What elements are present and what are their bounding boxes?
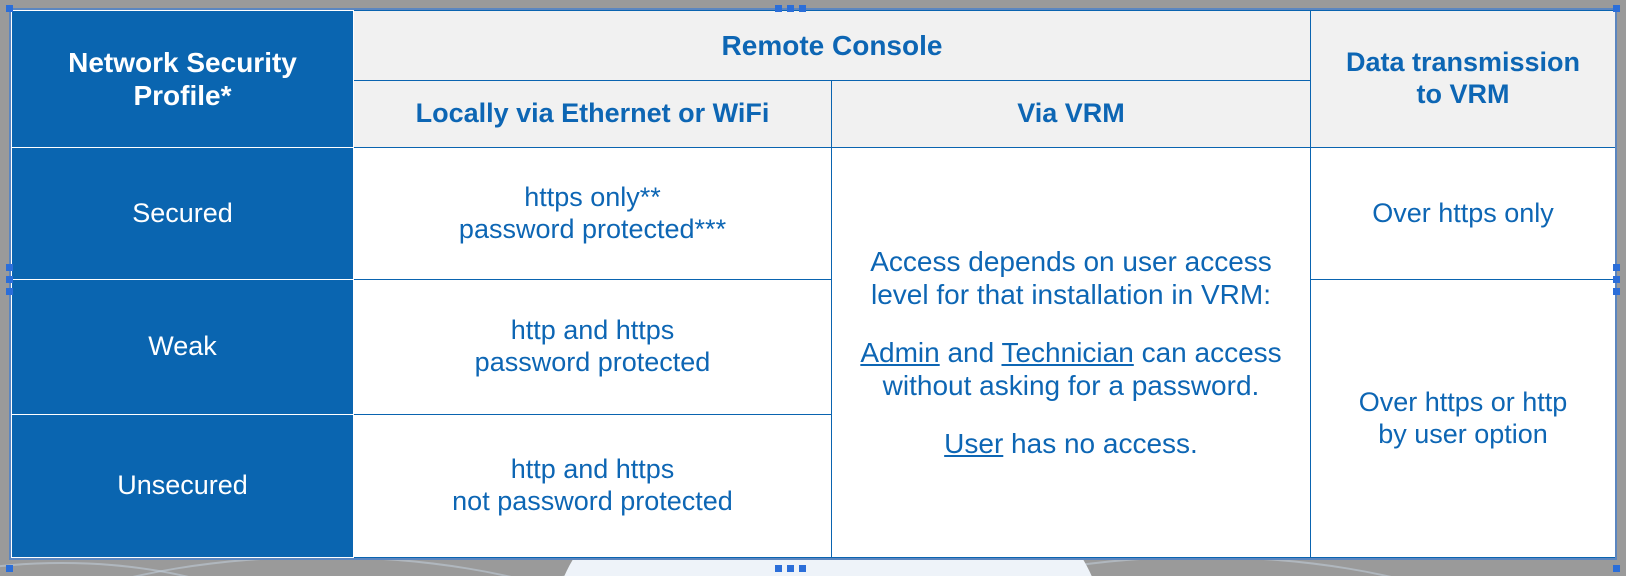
selection-handle-top-center-c[interactable]: [799, 5, 806, 12]
transmission-line2-weak: by user option: [1378, 418, 1548, 449]
selection-handle-bottom-left[interactable]: [6, 565, 13, 572]
table-header-row-1: Network Security Profile* Remote Console…: [11, 10, 1616, 148]
selection-handle-left-middle-c[interactable]: [6, 288, 13, 295]
selection-handle-top-left[interactable]: [6, 5, 13, 12]
profile-cell-secured: Secured: [11, 147, 354, 280]
profile-cell-weak: Weak: [11, 279, 354, 415]
profile-cell-unsecured: Unsecured: [11, 414, 354, 558]
via-vrm-cell: Access depends on user access level for …: [831, 147, 1311, 558]
network-security-profile-table[interactable]: Network Security Profile* Remote Console…: [11, 10, 1616, 558]
vrm-link-technician[interactable]: Technician: [1001, 336, 1134, 368]
vrm-paragraph-spacer: [842, 402, 1300, 427]
vrm-paragraph-spacer: [842, 311, 1300, 336]
selection-handle-right-middle-a[interactable]: [1613, 264, 1620, 271]
selection-handle-left-middle-b[interactable]: [6, 276, 13, 283]
selection-handle-right-middle-c[interactable]: [1613, 288, 1620, 295]
table-row-weak: Weak http and https password protected O…: [11, 279, 1616, 558]
header-network-security-profile: Network Security Profile*: [11, 10, 354, 148]
local-access-line1-secured: https only**: [524, 181, 661, 212]
vrm-paragraph1-line1: Access depends on user access: [870, 245, 1272, 277]
background-arc-decoration: [0, 556, 704, 576]
selection-handle-bottom-right[interactable]: [1613, 565, 1620, 572]
background-arc-decoration: [300, 560, 1204, 576]
local-access-cell-secured: https only** password protected***: [353, 147, 832, 280]
selection-handle-left-middle-a[interactable]: [6, 264, 13, 271]
vrm-paragraph2-conjunction: and: [939, 336, 1002, 368]
local-access-cell-weak: http and https password protected: [353, 279, 832, 415]
selection-handle-top-right[interactable]: [1613, 5, 1620, 12]
selection-handle-top-center-a[interactable]: [775, 5, 782, 12]
vrm-link-user[interactable]: User: [944, 428, 1004, 460]
vrm-paragraph2-line2: without asking for a password.: [882, 370, 1260, 402]
table-row-secured: Secured https only** password protected*…: [11, 147, 1616, 558]
local-access-line2-unsecured: not password protected: [452, 486, 733, 516]
header-profile-line1: Network Security: [68, 46, 297, 78]
vrm-link-admin[interactable]: Admin: [860, 336, 940, 368]
header-data-transmission-line1: Data transmission: [1345, 47, 1581, 78]
background-arc-decoration: [0, 562, 324, 576]
selection-handle-right-middle-b[interactable]: [1613, 276, 1620, 283]
vrm-paragraph2-suffix: can access: [1133, 336, 1282, 368]
selection-handle-top-center-b[interactable]: [787, 5, 794, 12]
local-access-line1-unsecured: http and https: [510, 454, 675, 485]
local-access-line1-weak: http and https: [510, 315, 675, 346]
transmission-cell-secured: Over https only: [1310, 147, 1616, 280]
table-header-row-2: Locally via Ethernet or WiFi Via VRM: [12, 79, 1616, 149]
background-arc-decoration: [820, 556, 1584, 576]
local-access-cell-unsecured: http and https not password protected: [353, 414, 832, 558]
selection-handle-bottom-center-b[interactable]: [787, 565, 794, 572]
header-data-transmission-to-vrm: Data transmission to VRM: [1310, 10, 1616, 148]
selection-handle-bottom-center-a[interactable]: [775, 565, 782, 572]
vrm-paragraph1-line2: level for that installation in VRM:: [871, 278, 1271, 310]
header-via-vrm: Via VRM: [831, 79, 1311, 149]
local-access-line2-weak: password protected: [474, 347, 711, 377]
transmission-line1-weak: Over https or http: [1358, 386, 1568, 417]
header-profile-line2: Profile*: [133, 80, 232, 111]
header-locally-via-ethernet-or-wifi: Locally via Ethernet or WiFi: [353, 79, 832, 149]
transmission-cell-weak-unsecured: Over https or http by user option: [1310, 279, 1616, 558]
vrm-paragraph3-suffix: has no access.: [1003, 428, 1198, 460]
local-access-line2-secured: password protected***: [458, 213, 727, 244]
selection-handle-bottom-center-c[interactable]: [799, 565, 806, 572]
header-remote-console: Remote Console: [353, 10, 1311, 81]
header-data-transmission-line2: to VRM: [1416, 79, 1510, 109]
